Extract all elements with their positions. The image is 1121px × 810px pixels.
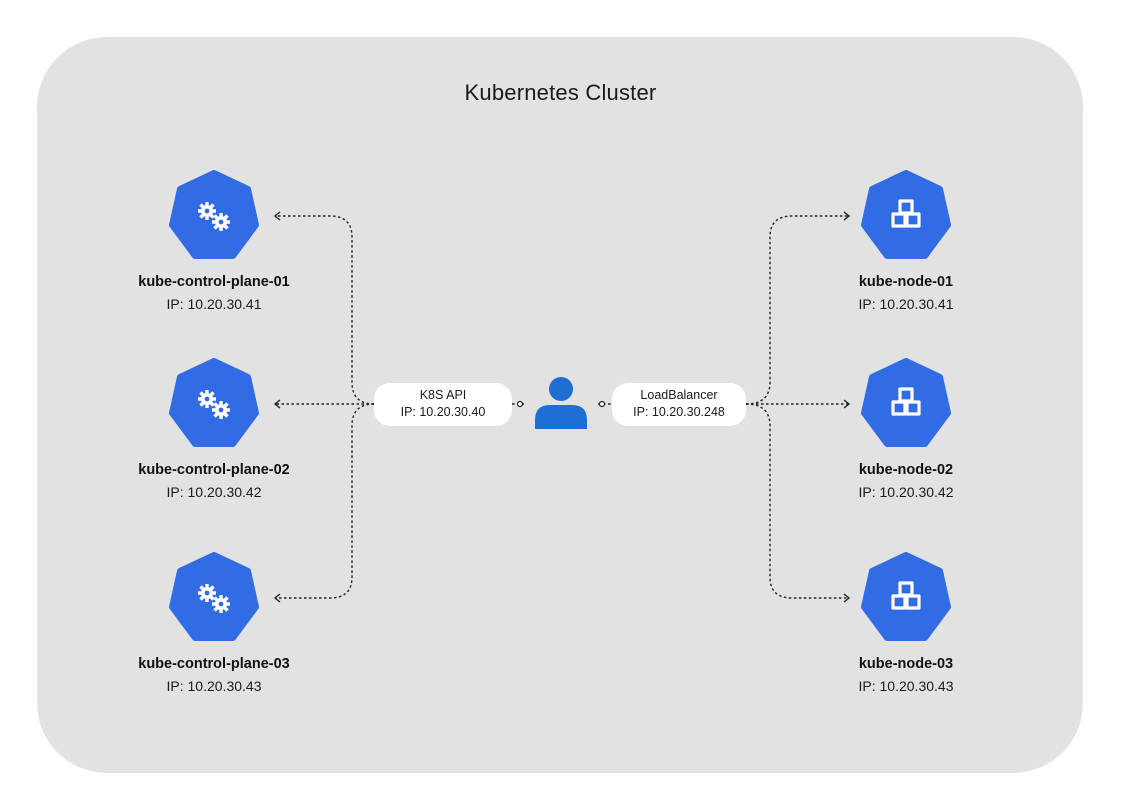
cubes-icon <box>861 170 951 259</box>
endpoint-ip: IP: 10.20.30.248 <box>633 405 725 419</box>
control-plane-node: kube-control-plane-01 IP: 10.20.30.41 <box>94 170 334 312</box>
link-api-cp01 <box>273 211 375 405</box>
node-name: kube-node-01 <box>858 274 954 290</box>
node-name: kube-node-02 <box>858 462 954 478</box>
worker-node: kube-node-03 IP: 10.20.30.43 <box>786 552 1026 694</box>
endpoint-ip: IP: 10.20.30.40 <box>400 405 486 419</box>
node-ip: IP: 10.20.30.42 <box>858 484 954 500</box>
gears-icon <box>169 170 259 259</box>
node-ip: IP: 10.20.30.42 <box>166 484 262 500</box>
worker-node: kube-node-02 IP: 10.20.30.42 <box>786 358 1026 500</box>
node-name: kube-control-plane-03 <box>138 656 290 672</box>
control-plane-node: kube-control-plane-02 IP: 10.20.30.42 <box>94 358 334 500</box>
cubes-icon <box>861 358 951 447</box>
node-name: kube-node-03 <box>858 656 954 672</box>
node-ip: IP: 10.20.30.41 <box>166 296 262 312</box>
node-name: kube-control-plane-01 <box>138 274 290 290</box>
control-plane-node: kube-control-plane-03 IP: 10.20.30.43 <box>94 552 334 694</box>
node-ip: IP: 10.20.30.43 <box>166 678 262 694</box>
gears-icon <box>169 552 259 641</box>
load-balancer-endpoint: LoadBalancer IP: 10.20.30.248 <box>612 383 746 426</box>
k8s-api-endpoint: K8S API IP: 10.20.30.40 <box>374 383 512 426</box>
node-name: kube-control-plane-02 <box>138 462 290 478</box>
endpoint-title: K8S API <box>419 388 467 402</box>
cubes-icon <box>861 552 951 641</box>
gears-icon <box>169 358 259 447</box>
link-lb-node01 <box>745 211 851 405</box>
cluster-title: Kubernetes Cluster <box>464 80 657 105</box>
node-ip: IP: 10.20.30.41 <box>858 296 954 312</box>
node-ip: IP: 10.20.30.43 <box>858 678 954 694</box>
endpoint-title: LoadBalancer <box>640 388 718 402</box>
worker-node: kube-node-01 IP: 10.20.30.41 <box>786 170 1026 312</box>
user-icon <box>535 377 587 429</box>
link-api-cp03 <box>273 403 375 603</box>
